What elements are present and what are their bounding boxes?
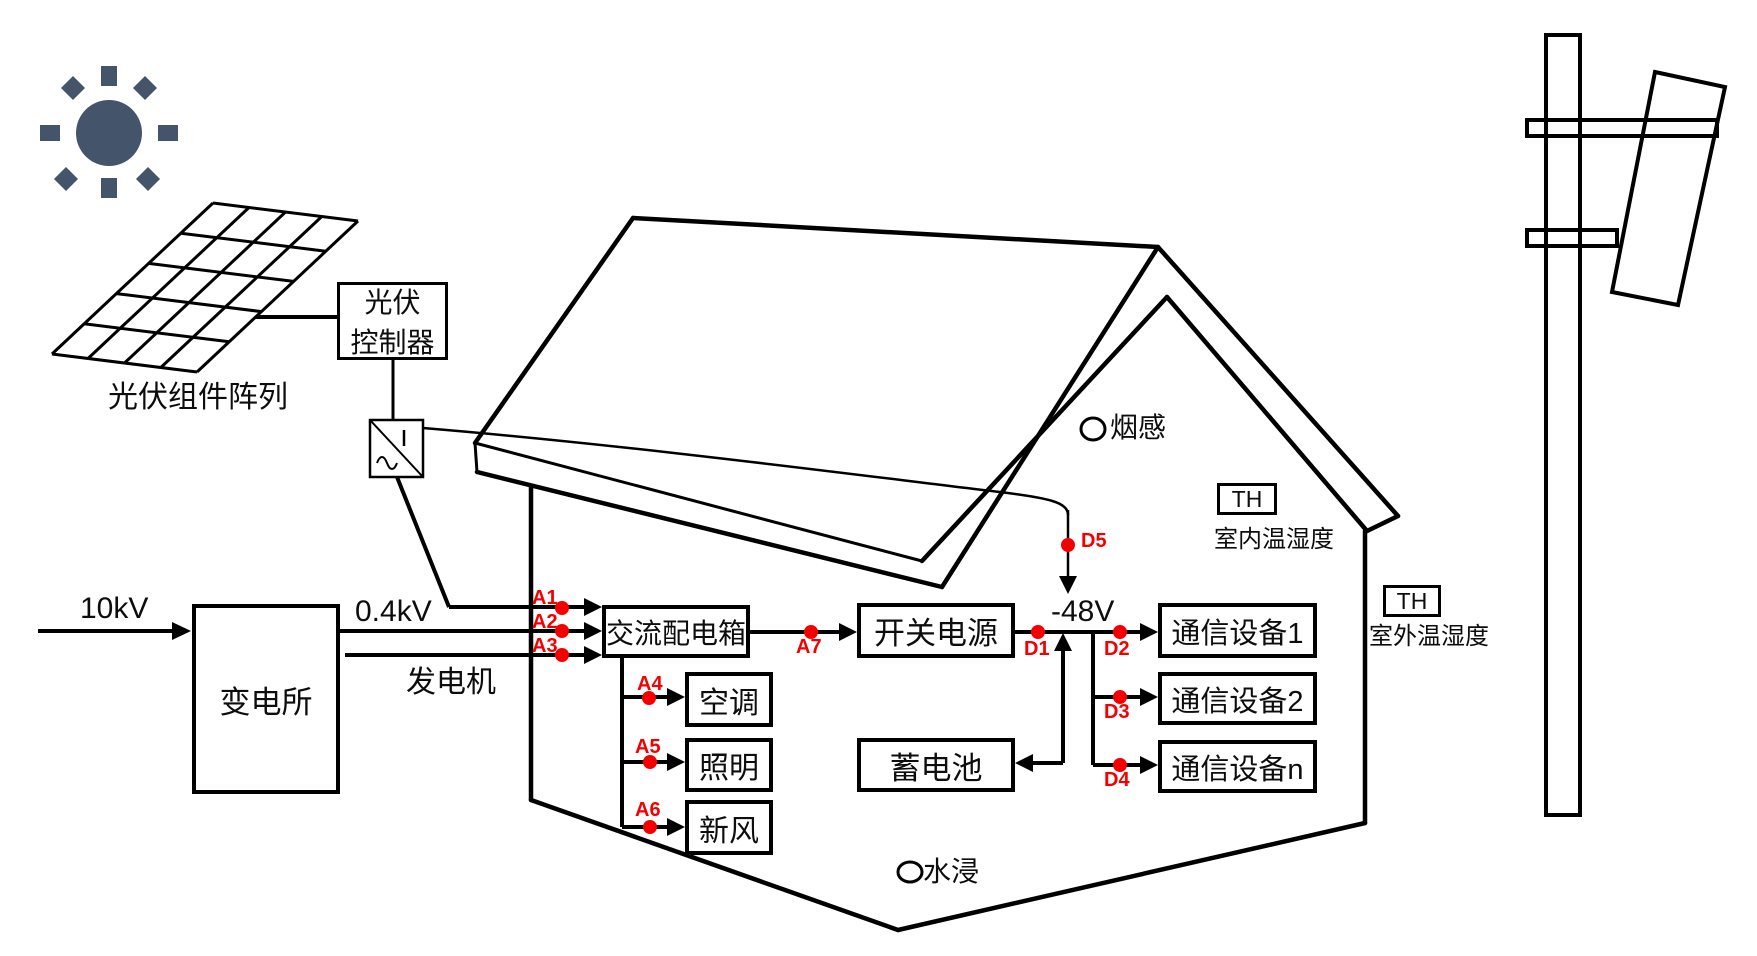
dot-a7: [804, 625, 818, 639]
grid-output-voltage-label: 0.4kV: [355, 595, 432, 628]
monitor-point-d3: D3: [1104, 701, 1130, 723]
dot-a1: [555, 601, 569, 615]
battery-box: 蓄电池: [857, 738, 1015, 792]
water-sensor-icon: [896, 860, 924, 884]
pv-dc-feed-wire: [422, 426, 1070, 516]
indoor-th-badge: TH: [1217, 483, 1277, 515]
monitor-point-a3: A3: [532, 635, 558, 657]
antenna-tower: [1525, 33, 1728, 817]
dot-a5: [643, 755, 657, 769]
inverter-icon: [368, 418, 425, 479]
monitor-point-d2: D2: [1104, 638, 1130, 660]
dot-a4: [642, 691, 656, 705]
comm-equipment-n-box: 通信设备n: [1158, 740, 1317, 793]
indoor-th-label: 室内温湿度: [1214, 526, 1334, 553]
dot-a3: [555, 648, 569, 662]
grid-input-voltage-label: 10kV: [80, 592, 149, 625]
sun-icon: [40, 66, 178, 198]
dot-a6: [643, 820, 657, 834]
smoke-sensor-icon: [1079, 416, 1107, 442]
monitor-point-d5: D5: [1081, 530, 1107, 552]
dot-d3: [1113, 690, 1127, 704]
outdoor-th-badge: TH: [1383, 585, 1441, 617]
dot-d2: [1113, 625, 1127, 639]
dot-d5: [1061, 538, 1075, 552]
switch-power-box: 开关电源: [857, 603, 1015, 658]
monitor-point-a2: A2: [532, 611, 558, 633]
comm-equipment-2-box: 通信设备2: [1158, 672, 1317, 725]
monitor-point-dots: [555, 538, 1127, 834]
outdoor-th-label: 室外温湿度: [1369, 623, 1489, 650]
pv-array-label: 光伏组件阵列: [108, 381, 288, 414]
substation-box: 变电所: [192, 604, 340, 794]
pv-controller-label-line1: 光伏: [364, 287, 421, 318]
monitor-point-a6: A6: [635, 799, 661, 821]
dot-d4: [1113, 758, 1127, 772]
comm-equipment-1-box: 通信设备1: [1158, 603, 1317, 658]
antenna-panel: [1609, 69, 1728, 308]
shelter-outline: [472, 215, 1401, 933]
monitor-point-a7: A7: [796, 636, 822, 658]
smoke-sensor-label: 烟感: [1110, 412, 1167, 443]
arrowheads: [172, 576, 1158, 836]
solar-panel-array: [50, 201, 360, 374]
monitor-point-a4: A4: [637, 673, 663, 695]
water-sensor-label: 水浸: [923, 856, 980, 887]
pv-controller-label-line2: 控制器: [350, 327, 435, 358]
monitor-point-d4: D4: [1104, 769, 1130, 791]
dc-bus-voltage-label: -48V: [1051, 595, 1115, 628]
generator-label: 发电机: [406, 666, 496, 699]
aircon-box: 空调: [685, 672, 773, 727]
monitor-point-a1: A1: [532, 587, 558, 609]
dot-d1: [1031, 625, 1045, 639]
dot-a2: [555, 624, 569, 638]
monitor-point-a5: A5: [635, 736, 661, 758]
monitor-point-d1: D1: [1024, 638, 1050, 660]
fresh-air-box: 新风: [685, 800, 773, 855]
pv-controller-box: 光伏 控制器: [337, 282, 448, 360]
ac-distribution-box: 交流配电箱: [602, 605, 750, 658]
lighting-box: 照明: [685, 738, 773, 792]
